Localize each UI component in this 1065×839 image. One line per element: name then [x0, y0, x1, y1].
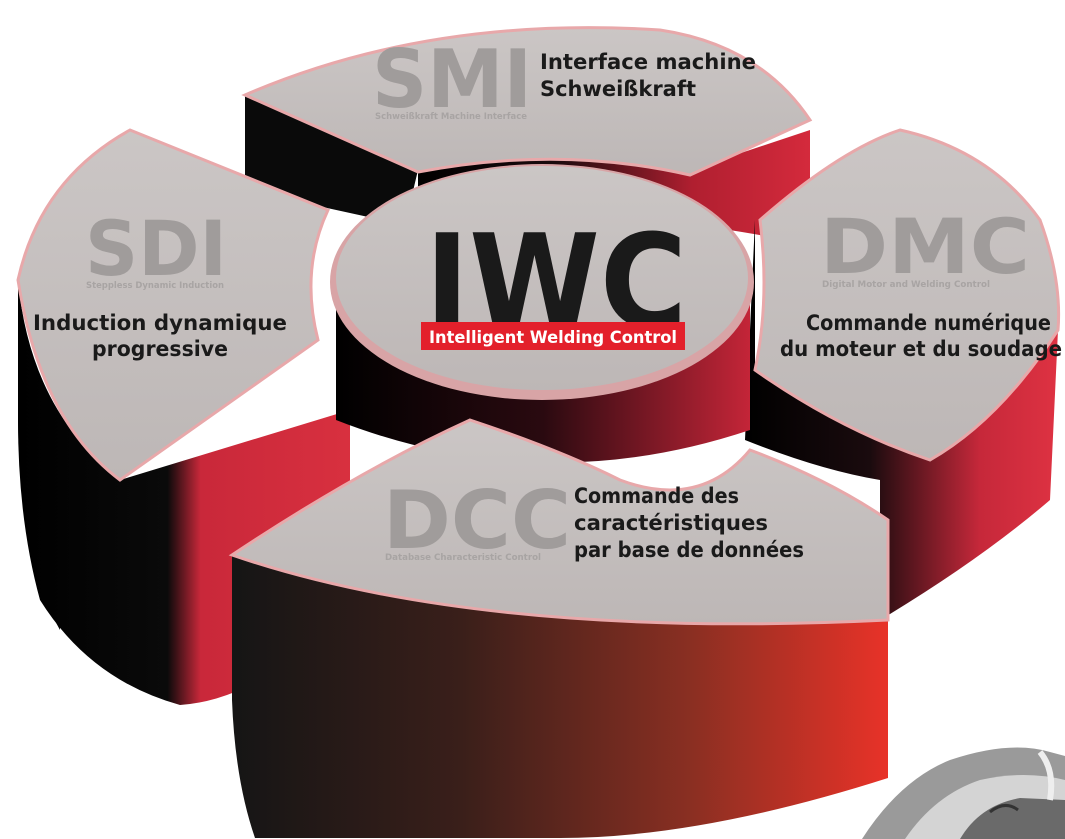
sdi-top: [16, 128, 331, 482]
dmc-full-name: Digital Motor and Welding Control: [822, 280, 990, 290]
smi-desc-line-2: Schweißkraft: [540, 77, 696, 101]
dcc-desc-line-1: Commande des: [574, 484, 739, 508]
segment-dmc: DMC Digital Motor and Welding Control Co…: [745, 128, 1062, 620]
center-label-bg: [421, 322, 685, 350]
dcc-abbr: DCC: [383, 474, 571, 567]
segment-dcc: DCC Database Characteristic Control Comm…: [228, 418, 890, 838]
machine-handle-image: [862, 747, 1065, 839]
dcc-full-name: Database Characteristic Control: [385, 553, 541, 563]
smi-abbr: SMI: [372, 33, 532, 126]
dmc-desc-line-2: du moteur et du soudage: [780, 337, 1062, 361]
smi-desc-line-1: Interface machine: [540, 50, 756, 74]
sdi-full-name: Steppless Dynamic Induction: [86, 281, 224, 291]
smi-full-name: Schweißkraft Machine Interface: [375, 112, 527, 122]
sdi-abbr: SDI: [85, 204, 227, 293]
sdi-desc-line-1: Induction dynamique: [33, 311, 287, 335]
dmc-desc-line-1: Commande numérique: [806, 311, 1051, 335]
dcc-desc-line-2: caractéristiques: [574, 511, 768, 535]
dmc-abbr: DMC: [820, 202, 1030, 291]
dmc-side: [745, 220, 1058, 620]
smi-top: [241, 26, 813, 177]
dmc-top: [753, 128, 1061, 462]
dcc-top: [228, 418, 890, 626]
dcc-desc-line-3: par base de données: [574, 538, 804, 562]
center-iwc: IWC Intelligent Welding Control: [330, 164, 754, 463]
dcc-side: [232, 555, 888, 838]
sdi-desc-line-2: progressive: [92, 337, 228, 361]
center-full-name: Intelligent Welding Control: [429, 328, 677, 348]
